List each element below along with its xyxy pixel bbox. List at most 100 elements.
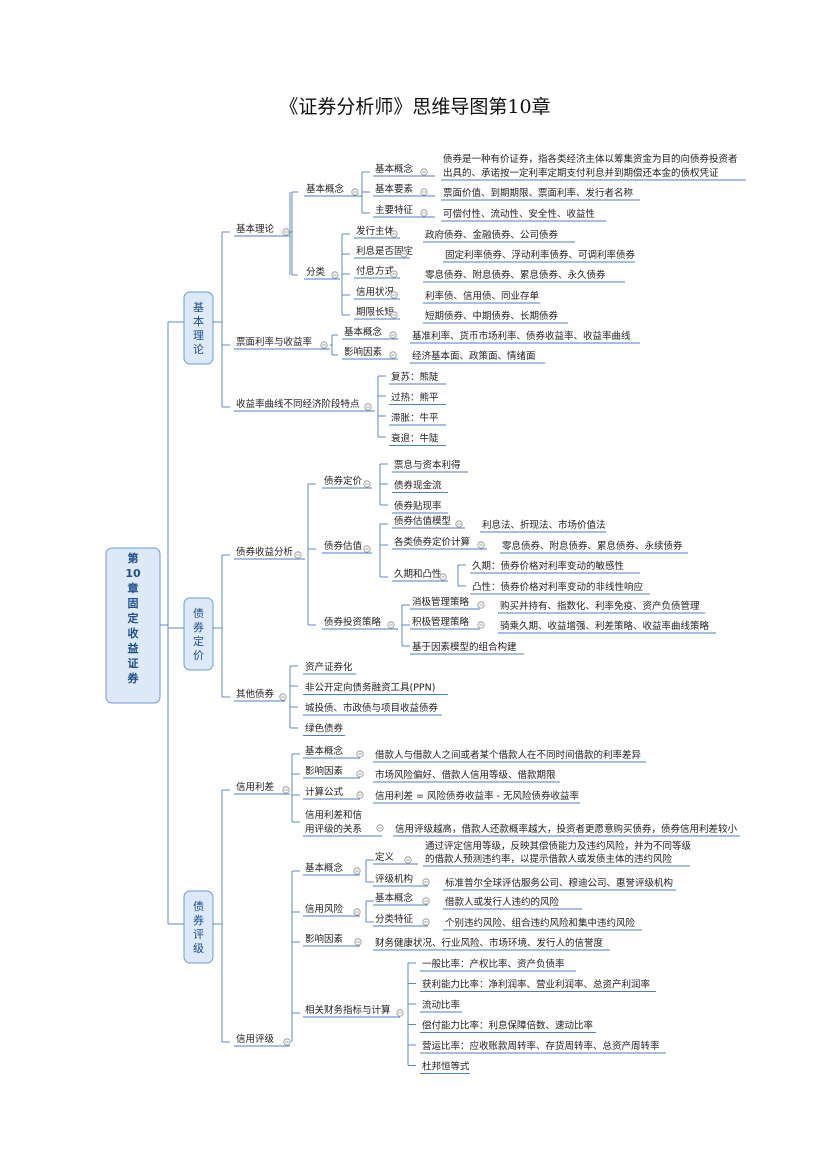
leaf-text: 信用评级越高，借款人还款概率越大，投资者更愿意购买债券，债券信用利差较小 [395,823,738,835]
node-label: 基本概念 [375,163,414,175]
node-label: 评级机构 [375,873,413,885]
section-box-basic-theory-char: 理 [193,329,204,342]
leaf-text: 零息债券、附息债券、累息债券、永久债券 [425,269,606,281]
leaf-text: 短期债券、中期债券、长期债券 [425,310,559,322]
node-label: 期限长短 [356,306,395,318]
section-box-basic-theory-char: 论 [193,342,204,356]
node-label: 债券估值模型 [394,515,452,527]
leaf-text: 借款人或发行人违约的风险 [445,896,560,908]
section-box-bond-rating-char: 债 [193,899,204,913]
leaf-text: 市场风险偏好、借款人信用等级、借款期限 [375,769,556,781]
leaf-text: 骑乘久期、收益增强、利差策略、收益率曲线策略 [500,620,710,632]
leaf-text: 经济基本面、政策面、情绪面 [412,350,536,362]
section-box-bond-rating[interactable] [183,890,214,964]
node-label: 基本概念 [305,745,344,757]
leaf-text: 久期：债券价格对利率变动的敏感性 [472,560,625,572]
leaf-text: 利率债、信用债、同业存单 [425,290,540,302]
node-label: 债券投资策略 [324,616,382,628]
node-label: 票面利率与收益率 [236,336,313,348]
leaf-text: 标准普尔全球评估服务公司、穆迪公司、惠誉评级机构 [445,877,673,889]
node-label: 基本概念 [344,326,383,338]
leaf-text: 衰退：牛陡 [391,433,439,445]
section-box-bond-rating-char: 评 [193,928,204,941]
section-box-bond-pricing[interactable] [183,597,214,671]
leaf-text: 个别违约风险、组合违约风险和集中违约风险 [445,917,636,929]
leaf-text: 流动比率 [422,999,461,1011]
root-topic-box-char: 第 [128,551,139,565]
node-label: 相关财务指标与计算 [305,1004,391,1016]
node-label: 债券定价 [324,475,363,487]
node-label: 基本概念 [305,862,344,874]
section-box-basic-theory-char: 本 [193,314,204,328]
leaf-text: 城投债、市政债与项目收益债券 [305,702,439,714]
leaf-text: 滞胀：牛平 [391,412,439,424]
node-label: 信用状况 [356,286,395,298]
leaf-text: 信用利差 = 风险债券收益率 - 无风险债券收益率 [375,790,579,802]
node-label: 主要特征 [375,204,414,216]
leaf-text-line: 出具的、承诺按一定利率定期支付利息并到期偿还本金的债权凭证 [443,167,719,179]
node-label: 影响因素 [344,346,383,358]
section-box-bond-rating-char: 级 [193,942,204,955]
section-box-basic-theory[interactable] [183,291,214,365]
node-label: 信用风险 [305,903,344,915]
root-topic-box-char: 章 [128,581,139,595]
leaf-text: 可偿付性、流动性、安全性、收益性 [443,208,596,220]
section-box-bond-pricing-char: 债 [193,606,204,620]
leaf-text: 偿付能力比率：利息保障倍数、速动比率 [422,1020,594,1032]
root-topic-box-char: 收 [128,626,139,640]
node-label: 基本要素 [375,183,414,195]
node-label: 定义 [375,851,395,863]
section-box-bond-pricing-char: 定 [193,634,204,648]
node-label: 债券估值 [324,540,363,552]
section-box-bond-pricing-char: 价 [193,649,204,662]
leaf-text: 绿色债券 [305,723,344,735]
leaf-text: 借款人与借款人之间或者某个借款人在不同时间借款的利率差异 [375,749,642,761]
node-label: 信用评级 [236,1033,275,1045]
root-topic-box-char: 券 [127,671,140,685]
section-box-basic-theory-char: 基 [193,301,204,314]
leaf-text: 基准利率、货币市场利率、债券收益率、收益率曲线 [412,330,631,342]
root-topic-box-char: 固 [128,597,139,610]
leaf-text: 政府债券、金融债券、公司债券 [425,229,559,241]
node-label: 消极管理策略 [412,596,470,608]
root-topic-box[interactable] [105,547,161,704]
node-label: 积极管理策略 [412,616,470,628]
leaf-text: 非公开定向债务融资工具(PPN) [305,682,435,694]
node-label: 收益率曲线不同经济阶段特点 [236,398,360,410]
leaf-text: 债券现金流 [394,480,442,492]
leaf-text: 营运比率：应收账款周转率、存货周转率、总资产周转率 [422,1040,660,1052]
leaf-text: 票息与资本利得 [394,459,461,471]
node-label: 信用利差和信 [305,809,362,821]
node-label: 各类债券定价计算 [394,536,470,548]
node-label: 发行主体 [356,225,395,237]
leaf-text: 凸性：债券价格对利率变动的非线性响应 [472,581,644,593]
node-label: 影响因素 [305,933,344,945]
node-label: 债券收益分析 [236,546,294,558]
leaf-text: 过热：熊平 [391,392,439,404]
root-topic-box-char: 益 [128,641,139,655]
node-label: 分类特征 [375,913,414,925]
node-label: 计算公式 [305,786,344,798]
node-label: 基本概念 [306,183,345,195]
node-label: 用评级的关系 [305,823,362,835]
node-label: 分类 [306,266,326,278]
leaf-text: 资产证券化 [305,661,353,673]
node-label: 基本理论 [236,223,275,235]
section-box-bond-pricing-char: 券 [193,620,204,634]
leaf-text-line: 通过评定信用等级，反映其偿债能力及违约风险，并为不同等级 [425,840,692,852]
leaf-text: 基于因素模型的组合构建 [412,641,517,653]
root-topic-box-char: 定 [128,611,139,625]
leaf-text: 获利能力比率：净利润率、营业利润率、总资产利润率 [422,979,651,991]
node-label: 影响因素 [305,765,344,777]
leaf-text-line: 债券是一种有价证券，指各类经济主体以筹集资金为目的向债券投资者 [443,153,738,165]
page-title: 《证券分析师》思维导图第10章 [279,96,551,118]
leaf-text: 固定利率债券、浮动利率债券、可调利率债券 [445,249,636,261]
leaf-text: 利息法、折现法、市场价值法 [482,519,606,531]
node-label: 其他债券 [236,688,275,700]
leaf-text-line: 的借款人预测违约率，以提示借款人或发债主体的违约风险 [425,853,673,865]
node-label: 基本概念 [375,892,414,904]
section-box-bond-rating-char: 券 [193,913,204,927]
leaf-text: 杜邦恒等式 [422,1061,470,1073]
